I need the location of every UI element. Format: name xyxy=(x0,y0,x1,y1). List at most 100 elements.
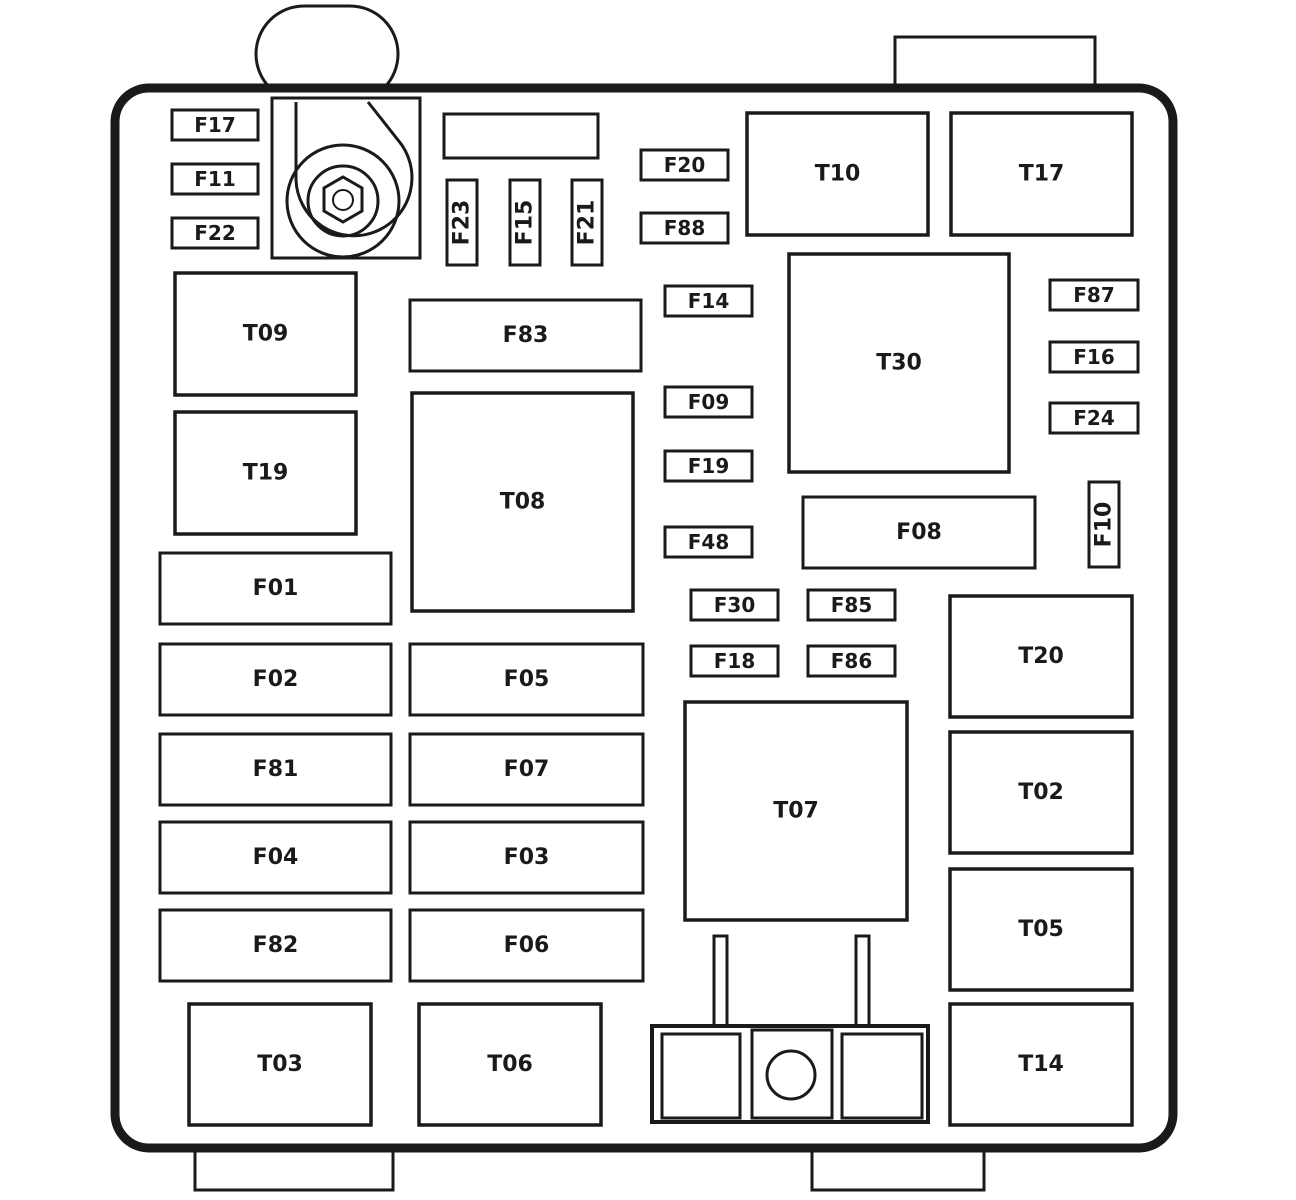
fuse-f06: F06 xyxy=(408,908,645,983)
fuse-label: F18 xyxy=(714,649,756,673)
fuse-slot xyxy=(445,178,479,267)
fuse-slot xyxy=(158,732,393,807)
relay-t10: T10 xyxy=(745,111,930,237)
fuse-slot xyxy=(170,108,260,142)
fuse-f16: F16 xyxy=(1048,340,1140,374)
fuse-f10: F10 xyxy=(1087,480,1121,569)
fuse-f07: F07 xyxy=(408,732,645,807)
fuse-label: F83 xyxy=(503,323,549,348)
fuse-slot xyxy=(1087,480,1121,569)
relay-label: T14 xyxy=(1018,1052,1064,1077)
fuse-label: F21 xyxy=(575,200,600,246)
relay-t14: T14 xyxy=(948,1002,1134,1127)
fuse-slot xyxy=(689,588,780,622)
relay-slot xyxy=(948,730,1134,855)
fuse-slot xyxy=(158,908,393,983)
fuse-slot xyxy=(1048,401,1140,435)
fuse-label: F16 xyxy=(1073,345,1115,369)
fuse-f22: F22 xyxy=(170,216,260,250)
relay-t07: T07 xyxy=(683,700,909,922)
relay-t06: T06 xyxy=(417,1002,603,1127)
fuse-slot xyxy=(158,551,393,626)
fuse-label: F02 xyxy=(253,667,299,692)
fuse-f20: F20 xyxy=(639,148,730,182)
fuse-f03: F03 xyxy=(408,820,645,895)
relay-label: T09 xyxy=(243,322,289,347)
relay-slot xyxy=(410,391,635,613)
relay-label: T20 xyxy=(1018,644,1064,669)
fuse-f18: F18 xyxy=(689,644,780,678)
fuse-label: F82 xyxy=(253,933,299,958)
fuse-slot xyxy=(663,525,754,559)
fuse-f08: F08 xyxy=(801,495,1037,570)
fuse-slot xyxy=(639,148,730,182)
fuse-label: F48 xyxy=(688,530,730,554)
relay-label: T03 xyxy=(257,1052,303,1077)
fuse-slot xyxy=(170,216,260,250)
relay-label: T30 xyxy=(876,351,922,376)
fuse-slot xyxy=(508,178,542,267)
fuse-f82: F82 xyxy=(158,908,393,983)
relay-t30: T30 xyxy=(787,252,1011,474)
fuse-label: F01 xyxy=(253,576,299,601)
fuse-slot xyxy=(663,449,754,483)
hex-bolt-icon xyxy=(322,175,364,224)
fuse-f23: F23 xyxy=(445,178,479,267)
fuse-f05: F05 xyxy=(408,642,645,717)
fuse-f17: F17 xyxy=(170,108,260,142)
fuse-slot xyxy=(408,298,643,373)
fuse-f19: F19 xyxy=(663,449,754,483)
fuse-slot xyxy=(1048,340,1140,374)
fuse-label: F11 xyxy=(194,167,236,191)
fuse-label: F22 xyxy=(194,221,236,245)
fuse-f21: F21 xyxy=(570,178,604,267)
relay-slot xyxy=(948,594,1134,719)
fuse-f09: F09 xyxy=(663,385,754,419)
bottom-connector-block xyxy=(650,934,930,1124)
fuse-label: F03 xyxy=(504,845,550,870)
fuse-label: F05 xyxy=(504,667,550,692)
relay-label: T19 xyxy=(243,461,289,486)
fuse-slot xyxy=(408,820,645,895)
relay-label: T05 xyxy=(1018,917,1064,942)
relay-label: T08 xyxy=(500,490,546,515)
fuse-label: F24 xyxy=(1073,406,1115,430)
fuse-label: F85 xyxy=(831,593,873,617)
relay-t02: T02 xyxy=(948,730,1134,855)
fuse-f87: F87 xyxy=(1048,278,1140,312)
fuse-f24: F24 xyxy=(1048,401,1140,435)
fuse-slot xyxy=(1048,278,1140,312)
fuse-label: F88 xyxy=(664,216,706,240)
fuse-f15: F15 xyxy=(508,178,542,267)
relay-slot xyxy=(417,1002,603,1127)
relay-t09: T09 xyxy=(173,271,358,397)
fuse-slot xyxy=(639,211,730,245)
fuse-slot xyxy=(663,385,754,419)
relay-t17: T17 xyxy=(949,111,1134,237)
empty-slot xyxy=(442,112,600,160)
fuse-slot xyxy=(570,178,604,267)
relay-t03: T03 xyxy=(187,1002,373,1127)
fuse-f86: F86 xyxy=(806,644,897,678)
fuse-label: F23 xyxy=(450,200,475,246)
relay-slot xyxy=(683,700,909,922)
relay-slot xyxy=(745,111,930,237)
fuse-f04: F04 xyxy=(158,820,393,895)
fuse-slot xyxy=(806,588,897,622)
fuse-f85: F85 xyxy=(806,588,897,622)
fuse-label: F17 xyxy=(194,113,236,137)
relay-label: T07 xyxy=(773,799,819,824)
fuse-f14: F14 xyxy=(663,284,754,318)
fuse-slot xyxy=(408,732,645,807)
fuse-slot xyxy=(158,820,393,895)
relay-t20: T20 xyxy=(948,594,1134,719)
fuse-label: F14 xyxy=(688,289,730,313)
fuse-label: F06 xyxy=(504,933,550,958)
relay-slot xyxy=(187,1002,373,1127)
fuse-f81: F81 xyxy=(158,732,393,807)
fuse-slot xyxy=(170,162,260,196)
fuse-label: F30 xyxy=(714,593,756,617)
fuse-label: F10 xyxy=(1092,502,1117,548)
relay-slot xyxy=(173,271,358,397)
